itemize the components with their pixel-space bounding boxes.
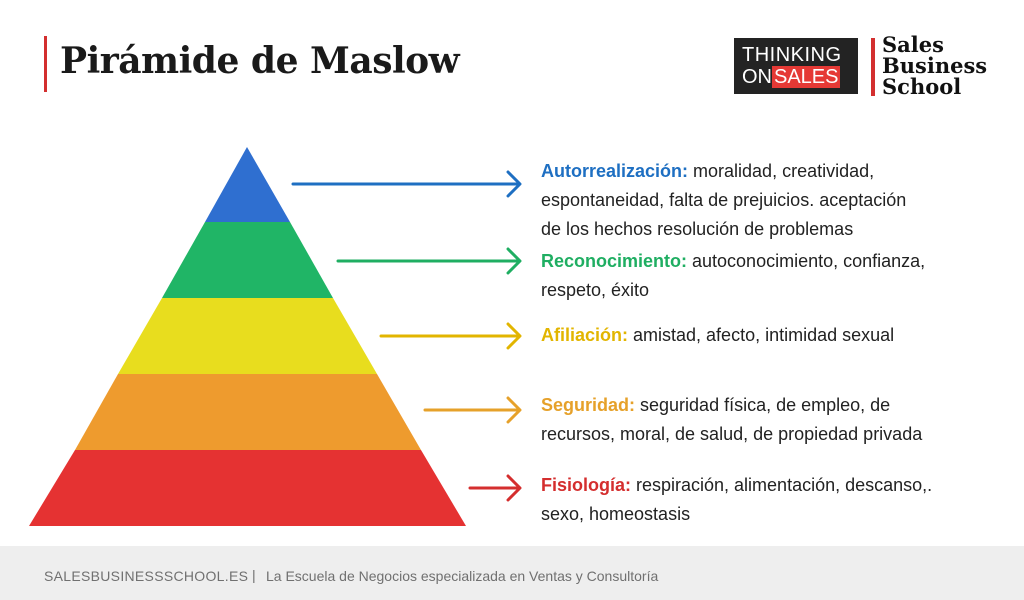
brand-line-school: School	[882, 74, 962, 99]
level-line-1: Afiliación: amistad, afecto, intimidad s…	[541, 321, 1011, 350]
pyramid-tier-afiliacion	[118, 298, 377, 374]
level-line-1: Reconocimiento: autoconocimiento, confia…	[541, 247, 1011, 276]
level-line-1: Seguridad: seguridad física, de empleo, …	[541, 391, 1011, 420]
arrow-autorrealizacion	[291, 170, 522, 198]
sales-business-school-logo: Sales Business School	[882, 34, 987, 97]
logo-on: ON	[742, 66, 772, 88]
arrow-seguridad	[423, 396, 522, 424]
level-line-2: sexo, homeostasis	[541, 504, 691, 524]
pyramid-tier-seguridad	[75, 374, 421, 450]
level-line-1: Fisiología: respiración, alimentación, d…	[541, 471, 1011, 500]
title-accent-bar	[44, 36, 47, 92]
level-seguridad: Seguridad: seguridad física, de empleo, …	[541, 391, 1011, 449]
level-line-2: espontaneidad, falta de prejuicios. acep…	[541, 190, 907, 210]
logo-thinking-text: THINKING	[742, 44, 842, 66]
level-name: Fisiología:	[541, 475, 631, 495]
brand-line-business: Business	[882, 53, 988, 78]
pyramid-tier-reconocimiento	[162, 222, 333, 298]
brand-accent-bar	[871, 38, 875, 96]
level-text: seguridad física, de empleo, de	[635, 395, 891, 415]
level-line-2: recursos, moral, de salud, de propiedad …	[541, 424, 923, 444]
level-line-2: respeto, éxito	[541, 280, 650, 300]
level-name: Reconocimiento:	[541, 251, 688, 271]
level-autorrealizacion: Autorrealización: moralidad, creatividad…	[541, 157, 1011, 244]
footer-separator: |	[252, 567, 256, 583]
brand-line-sales: Sales	[882, 32, 944, 57]
arrow-fisiologia	[468, 474, 522, 502]
level-text: moralidad, creatividad,	[688, 161, 875, 181]
maslow-pyramid	[29, 147, 522, 526]
arrow-reconocimiento	[336, 247, 522, 275]
footer-tagline: La Escuela de Negocios especializada en …	[266, 568, 659, 584]
level-line-3: de los hechos resolución de problemas	[541, 219, 854, 239]
level-line-1: Autorrealización: moralidad, creatividad…	[541, 157, 1011, 186]
level-afiliacion: Afiliación: amistad, afecto, intimidad s…	[541, 321, 1011, 350]
logo-sales-highlight: SALES	[772, 66, 841, 88]
level-fisiologia: Fisiología: respiración, alimentación, d…	[541, 471, 1011, 529]
footer-site-link[interactable]: SALESBUSINESSSCHOOL.ES	[44, 568, 249, 584]
level-text: autoconocimiento, confianza,	[687, 251, 926, 271]
pyramid-tier-autorrealizacion	[205, 147, 290, 222]
level-name: Seguridad:	[541, 395, 636, 415]
footer: SALESBUSINESSSCHOOL.ES | La Escuela de N…	[0, 546, 1024, 600]
pyramid-tier-fisiologia	[29, 450, 466, 526]
level-name: Afiliación:	[541, 325, 629, 345]
level-text: respiración, alimentación, descanso,.	[631, 475, 933, 495]
level-reconocimiento: Reconocimiento: autoconocimiento, confia…	[541, 247, 1011, 305]
arrow-afiliacion	[379, 322, 522, 350]
level-text: amistad, afecto, intimidad sexual	[628, 325, 895, 345]
level-name: Autorrealización:	[541, 161, 689, 181]
page-title: Pirámide de Maslow	[60, 40, 460, 82]
